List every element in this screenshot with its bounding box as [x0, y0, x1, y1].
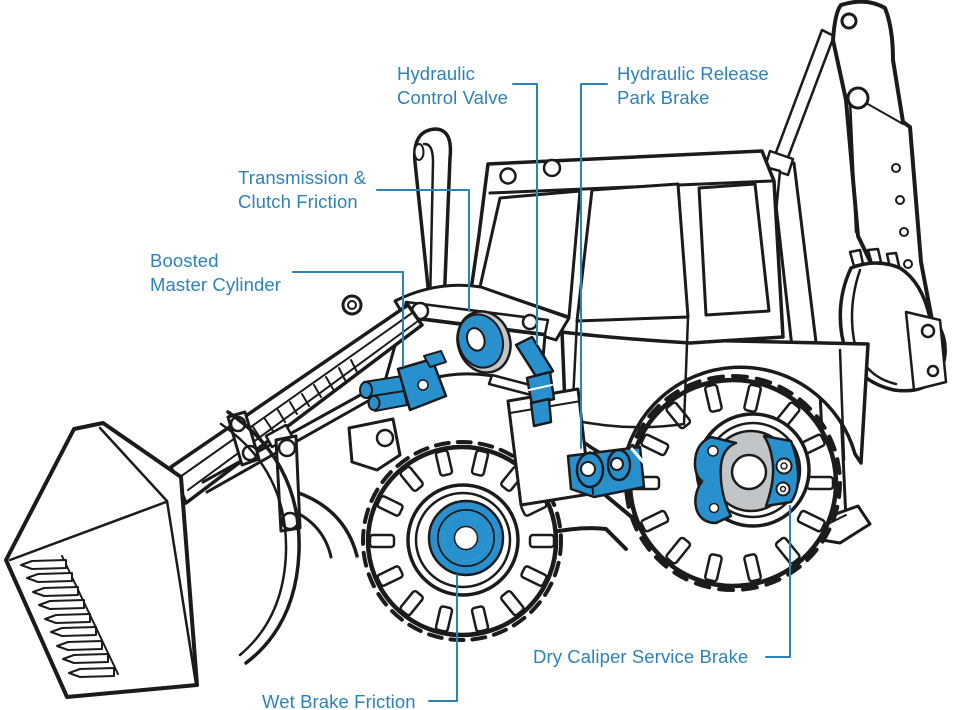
- backhoe-bucket-bracket: [904, 310, 948, 392]
- roof-light-left: [499, 167, 517, 185]
- wet-brake-hub: [427, 499, 505, 577]
- bucket-bracket-pin-2: [926, 364, 940, 378]
- bucket-right-lobe: [226, 410, 301, 665]
- boosted-master-cylinder-part: [359, 350, 448, 412]
- door-panel-rear-edge: [682, 315, 690, 426]
- arm-pivot-boss-hole: [347, 300, 357, 310]
- link-b-pin-top: [277, 438, 297, 458]
- park-brake-notch: [630, 447, 647, 466]
- front-wheel-group: [361, 440, 563, 642]
- label-line: Park Brake: [617, 86, 710, 108]
- rear-wheel-group: [624, 374, 842, 592]
- boom-inner-edge: [848, 98, 858, 234]
- label-line: Transmission &: [238, 167, 367, 188]
- bucket-fold-right: [165, 499, 198, 686]
- boom-bolt-4: [903, 259, 913, 269]
- boom-bolt-3: [899, 227, 909, 237]
- master-cylinder-port: [417, 379, 429, 391]
- label-line: Dry Caliper Service Brake: [533, 646, 749, 667]
- cab-door-window: [575, 182, 690, 323]
- boom-pin-hole-mid: [846, 86, 870, 110]
- backhoe-boom-arm: [831, 0, 934, 332]
- dry-caliper-left: [693, 435, 738, 525]
- front-tire-lugs: [361, 440, 563, 642]
- caliper-right-piston-bottom-dot: [779, 485, 787, 493]
- loader-bucket-group: [4, 410, 301, 699]
- caliper-left-bolt-top: [707, 445, 719, 457]
- bucket-right-lobe-inner: [219, 422, 288, 657]
- bucket-fold-left: [8, 500, 168, 562]
- bucket-fold-diagonal: [98, 426, 169, 503]
- pivot-plate-hole-right: [521, 313, 539, 331]
- rear-panel-seam: [838, 348, 846, 462]
- park-brake-drum-2-hole: [610, 457, 624, 471]
- leader-boosted-master-cylinder: [292, 271, 404, 367]
- leader-hydraulic-release-park-brake: [580, 83, 608, 449]
- boom-cylinder: [773, 28, 836, 162]
- label-line: Master Cylinder: [150, 273, 282, 295]
- label-boosted-master-cylinder: Boosted Master Cylinder: [150, 249, 281, 296]
- door-panel-bottom: [570, 418, 686, 429]
- front-tire-tread: [368, 449, 556, 633]
- boom-pin-hole-top: [840, 12, 858, 30]
- leader-wet-brake-friction: [428, 574, 458, 702]
- counterweight-pin: [375, 428, 395, 448]
- exhaust-tip: [413, 143, 425, 161]
- bucket-bracket-pin-1: [920, 323, 936, 339]
- clutch-disc-hole: [465, 327, 486, 352]
- caliper-right-piston-top: [775, 457, 793, 475]
- caliper-right-piston-bottom: [775, 481, 791, 497]
- label-transmission-clutch-friction: Transmission & Clutch Friction: [238, 166, 366, 213]
- bucket-silhouette: [4, 421, 199, 699]
- park-brake-drum-1-hole: [580, 461, 596, 477]
- label-line: Hydraulic Release: [617, 63, 769, 84]
- beam-inner-line-1: [179, 312, 413, 478]
- rear-body-group: [560, 329, 870, 469]
- link-a-pin-bottom: [241, 444, 259, 462]
- valve-handle: [514, 335, 555, 383]
- label-wet-brake-friction: Wet Brake Friction: [262, 690, 416, 710]
- front-counterweight: [347, 417, 402, 472]
- beam-ladder-rungs: [252, 359, 358, 440]
- label-line: Clutch Friction: [238, 190, 358, 212]
- label-line: Hydraulic: [397, 63, 476, 84]
- valve-stem: [529, 397, 553, 428]
- valve-band: [528, 384, 553, 391]
- label-dry-caliper-service-brake: Dry Caliper Service Brake: [533, 645, 748, 669]
- beam-inner-line-2: [187, 320, 419, 491]
- backhoe-bucket-inner-curve: [850, 268, 898, 386]
- master-cylinder-tube-2-end: [367, 395, 381, 411]
- label-hydraulic-control-valve: Hydraulic Control Valve: [397, 62, 508, 109]
- park-brake-part: [566, 445, 647, 499]
- backhoe-group: [760, 0, 948, 545]
- label-hydraulic-release-park-brake: Hydraulic Release Park Brake: [617, 62, 769, 109]
- arm-pivot-boss: [341, 294, 363, 316]
- label-line: Control Valve: [397, 86, 508, 108]
- hub-center-hole: [453, 525, 479, 551]
- label-line: Wet Brake Friction: [262, 691, 416, 710]
- exhaust-pipe-inner: [422, 142, 435, 308]
- boom-bolt-2: [895, 195, 905, 205]
- roof-light-right: [542, 158, 562, 178]
- leader-transmission-clutch-friction: [376, 189, 470, 312]
- caliper-left-bolt-bottom: [708, 502, 720, 514]
- leader-hydraulic-control-valve: [512, 83, 538, 345]
- master-cylinder-bracket: [423, 350, 447, 368]
- hydraulic-control-valve-part: [514, 335, 556, 428]
- hub-spline-teeth: [438, 510, 494, 566]
- rear-body-panel: [560, 329, 870, 469]
- caliper-right-piston-top-dot: [780, 462, 788, 470]
- leader-dry-caliper-service-brake: [765, 505, 791, 658]
- master-cylinder-tube-1-end: [359, 381, 373, 399]
- clutch-friction-disc-part: [456, 310, 512, 374]
- bucket-teeth: [20, 559, 115, 678]
- rear-hub-hole: [730, 453, 768, 491]
- axle-arc-outer: [294, 490, 359, 558]
- label-line: Boosted: [150, 250, 219, 271]
- leader-lines: [292, 83, 791, 702]
- boom-bolt-1: [891, 163, 901, 173]
- cab-rear-window: [697, 182, 771, 317]
